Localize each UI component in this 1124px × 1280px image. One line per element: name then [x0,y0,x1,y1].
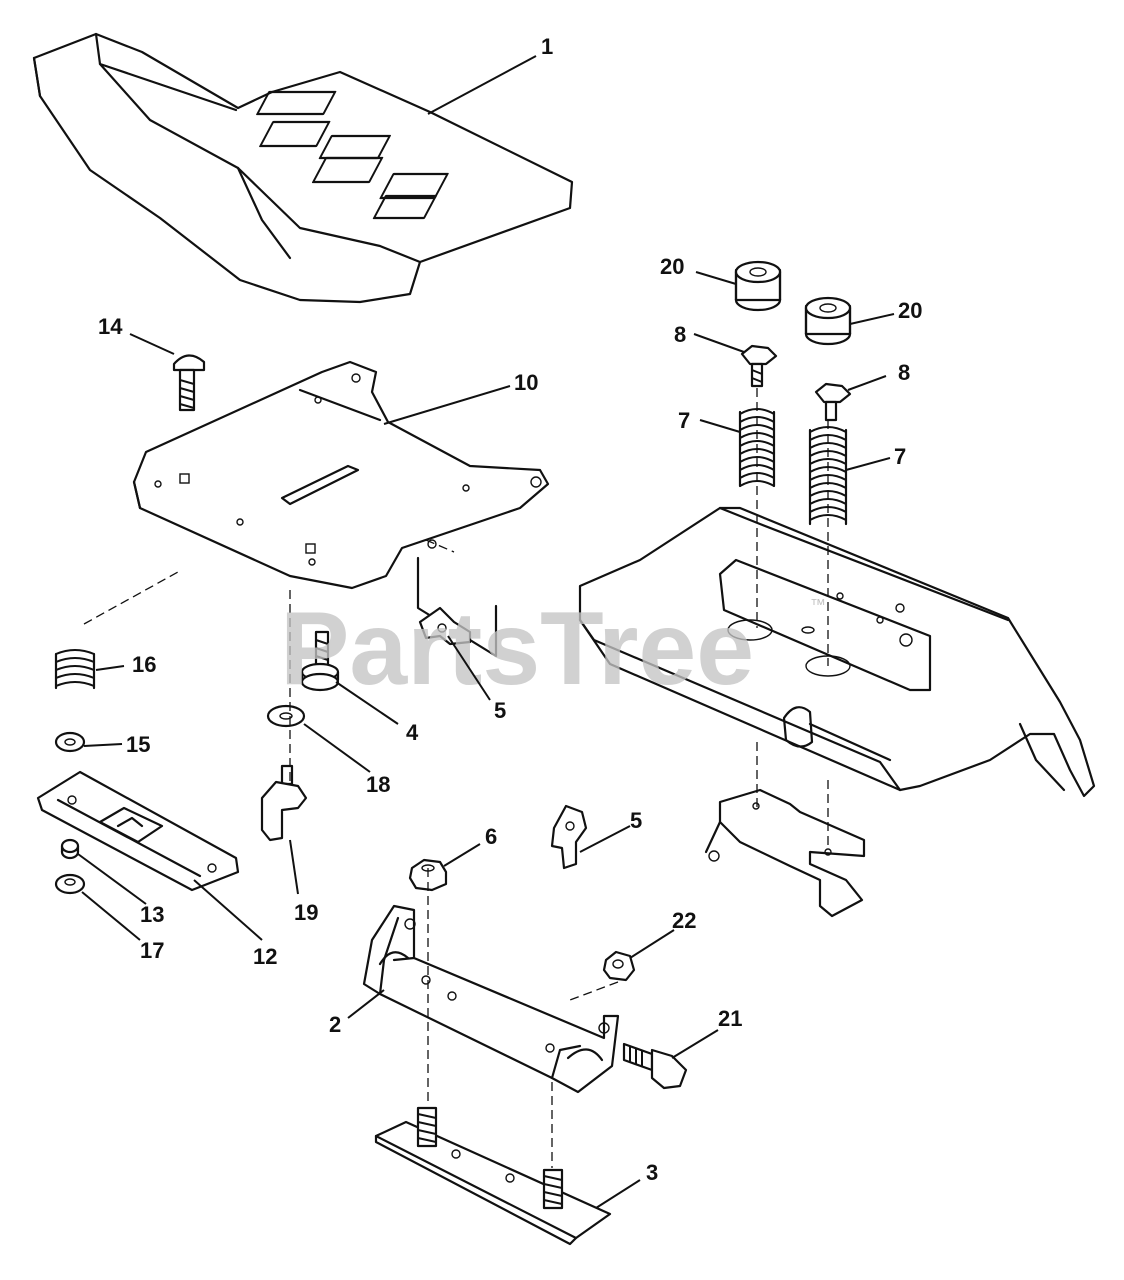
callout-10: 10 [514,370,538,395]
callout-19: 19 [294,900,318,925]
callout-16: 16 [132,652,156,677]
watermark-text: PartsTree [280,591,754,707]
base-plate-part-3[interactable] [374,1106,612,1246]
callout-12: 12 [253,944,277,969]
callout-20-left: 20 [660,254,684,279]
nut-part-17[interactable] [54,873,86,895]
callout-6: 6 [485,824,497,849]
clip-part-5-upper[interactable] [418,606,472,646]
carriage-bolt-part-14[interactable] [172,354,206,412]
callout-8-left: 8 [674,322,686,347]
callout-5-upper: 5 [494,698,506,723]
callout-1: 1 [541,34,553,59]
callout-5-lower: 5 [630,808,642,833]
spacer-part-20-left[interactable] [734,260,782,312]
washer-part-18[interactable] [266,704,306,728]
leader-lines [77,55,895,1209]
clip-part-5-lower[interactable] [550,804,588,870]
bracket-part-2[interactable] [362,904,620,1094]
spacer-part-20-right[interactable] [804,296,852,346]
callout-13: 13 [140,902,164,927]
callout-22: 22 [672,908,696,933]
spring-part-16[interactable] [54,649,96,690]
seat-part-1[interactable] [32,32,574,304]
callout-15: 15 [126,732,150,757]
callout-labels: 1 2 3 4 5 5 6 7 7 8 8 10 12 13 14 15 16 … [98,34,922,1185]
callout-8-right: 8 [898,360,910,385]
nut-part-22[interactable] [602,950,636,982]
fender-assembly [578,506,1096,918]
callout-3: 3 [646,1160,658,1185]
callout-14: 14 [98,314,123,339]
callout-4: 4 [406,720,419,745]
callout-7-left: 7 [678,408,690,433]
bushing-part-13[interactable] [60,838,80,860]
washer-part-15[interactable] [54,731,86,753]
shoulder-bolt-part-4[interactable] [300,630,340,692]
callout-7-right: 7 [894,444,906,469]
bolt-part-21[interactable] [622,1042,688,1090]
bolt-part-8-left[interactable] [740,344,778,388]
callout-2: 2 [329,1012,341,1037]
callout-18: 18 [366,772,390,797]
watermark-trademark: ™ [810,597,826,614]
bolt-part-8-right[interactable] [814,382,852,422]
callout-17: 17 [140,938,164,963]
slide-bracket-part-12[interactable] [36,770,240,892]
callout-20-right: 20 [898,298,922,323]
watermark: PartsTree ™ [280,591,826,707]
callout-21: 21 [718,1006,742,1031]
seat-pan-part-10[interactable] [132,360,550,658]
knob-part-19[interactable] [260,764,308,842]
assembly-lines [83,388,829,1168]
